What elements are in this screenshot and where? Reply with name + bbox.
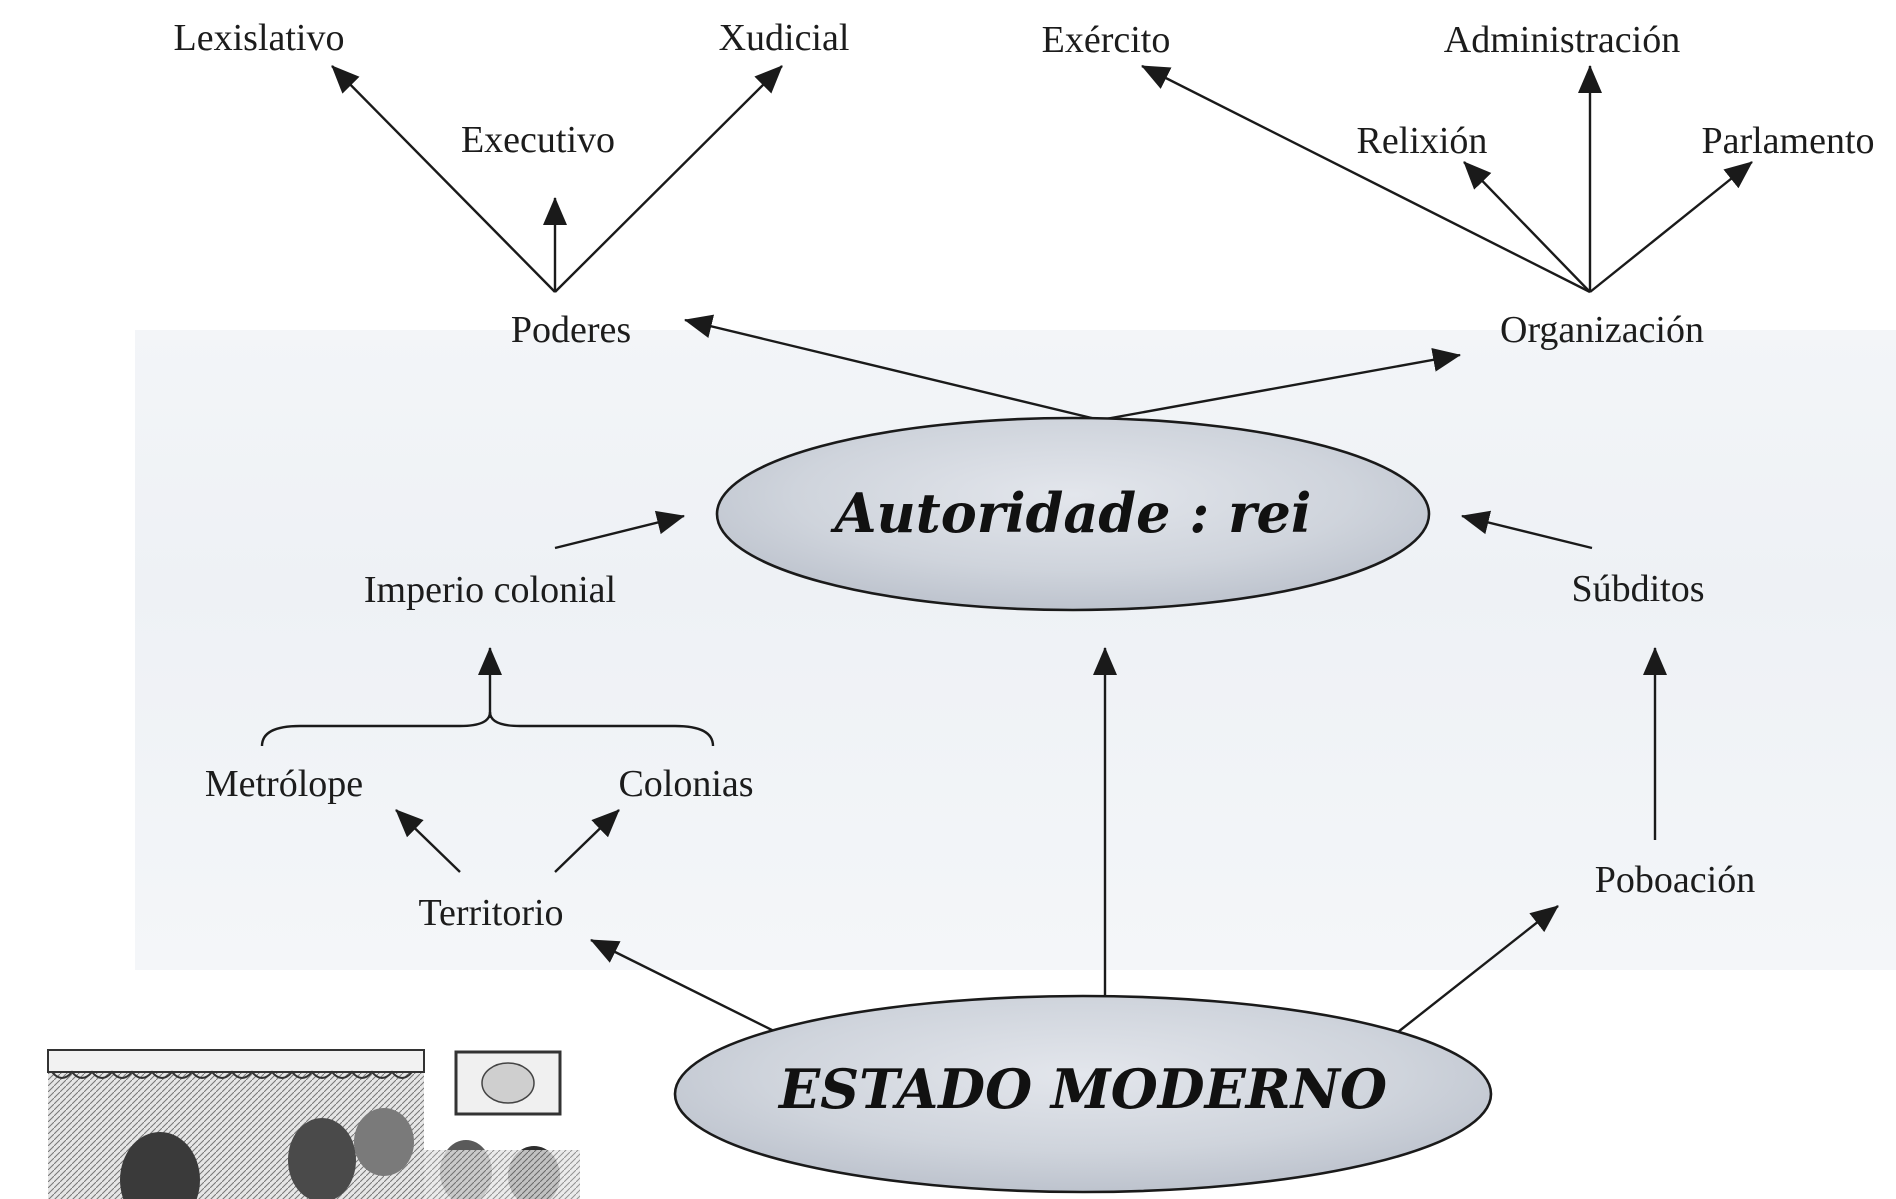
node-exercito: Exército <box>1042 19 1171 61</box>
edge-organizacion-relixion <box>1463 161 1591 293</box>
edge-organizacion-parlamento <box>1589 161 1753 293</box>
node-poderes: Poderes <box>511 309 631 351</box>
ellipse-estado-group: ESTADO MODERNO <box>673 994 1493 1194</box>
edge-territorio-metrolope <box>395 809 461 873</box>
edge-estado-territorio <box>590 938 781 1036</box>
node-labels: Lexislativo Xudicial Executivo Poderes E… <box>174 17 1875 934</box>
node-territorio: Territorio <box>418 892 563 934</box>
node-lexislativo: Lexislativo <box>174 17 345 59</box>
node-executivo: Executivo <box>461 119 615 161</box>
node-administracion: Administración <box>1444 19 1680 61</box>
node-subditos: Súbditos <box>1571 568 1704 610</box>
ellipse-rei-label: Autoridade : rei <box>830 481 1312 545</box>
node-parlamento: Parlamento <box>1701 120 1874 162</box>
ellipse-estado-label: ESTADO MODERNO <box>777 1057 1387 1121</box>
edges <box>260 64 1753 1036</box>
edge-rei-organizacion <box>1099 347 1461 422</box>
node-poboacion: Poboación <box>1595 859 1755 901</box>
engraving-illustration <box>47 1049 580 1199</box>
brace-metrolope-colonias <box>260 711 715 747</box>
edge-imperio-rei <box>554 510 685 550</box>
node-relixion: Relixión <box>1357 120 1488 162</box>
node-metrolope: Metrólope <box>205 763 363 805</box>
ellipse-estado <box>673 994 1493 1194</box>
node-imperio-colonial: Imperio colonial <box>364 569 616 611</box>
edge-poderes-lexislativo <box>331 65 556 293</box>
edge-estado-poboacion <box>1397 905 1559 1033</box>
edge-poderes-xudicial <box>554 65 783 293</box>
edge-rei-poderes <box>684 314 1101 422</box>
ellipse-rei <box>715 416 1431 612</box>
ellipse-rei-group: Autoridade : rei <box>715 416 1431 612</box>
edge-organizacion-exercito <box>1141 64 1591 294</box>
node-xudicial: Xudicial <box>719 17 850 59</box>
edge-subditos-rei <box>1461 510 1593 550</box>
node-colonias: Colonias <box>618 763 753 805</box>
node-organizacion: Organización <box>1500 309 1704 351</box>
edge-territorio-colonias <box>554 809 620 873</box>
